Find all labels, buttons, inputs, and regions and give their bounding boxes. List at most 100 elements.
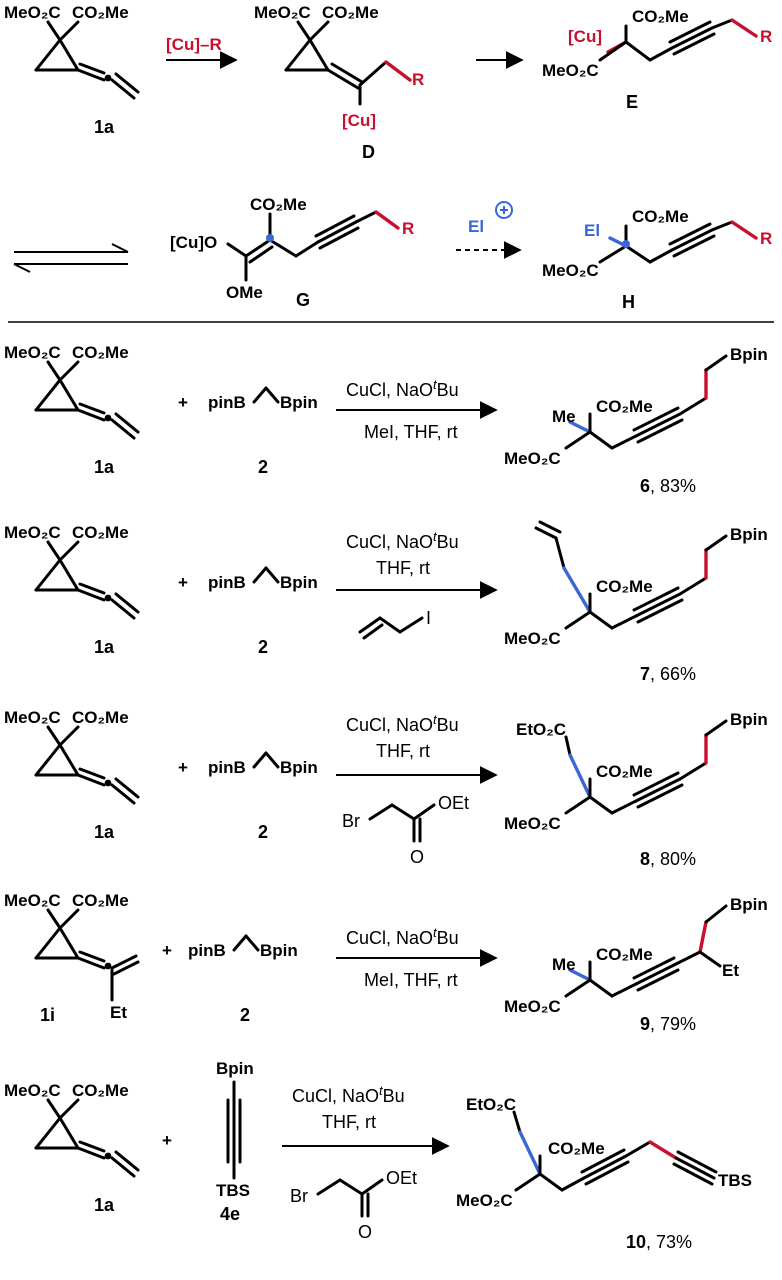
svg-text:2: 2 [240,1005,250,1025]
svg-text:MeO₂C: MeO₂C [504,814,561,833]
svg-text:THF, rt: THF, rt [322,1112,376,1132]
svg-text:pinB: pinB [208,573,246,592]
svg-text:CO₂Me: CO₂Me [596,397,653,416]
svg-text:MeO₂C: MeO₂C [4,708,61,727]
reaction-6: MeO₂C CO₂Me 1a + pinB Bpin 2 CuCl, NaOtB… [4,343,768,496]
D-Cu: [Cu] [342,111,376,130]
svg-text:7, 66%: 7, 66% [640,664,696,684]
svg-text:TBS: TBS [216,1181,250,1200]
svg-text:Bpin: Bpin [260,941,298,960]
svg-text:MeI, THF, rt: MeI, THF, rt [364,970,458,990]
svg-text:Bpin: Bpin [730,345,768,364]
label-E: E [626,92,638,112]
G-ester: CO₂Me [250,195,307,214]
svg-text:1a: 1a [94,457,115,477]
svg-text:MeO₂C: MeO₂C [504,997,561,1016]
reaction-7: MeO₂C CO₂Me 1a + pinB Bpin 2 CuCl, NaOtB… [4,520,768,684]
svg-text:EtO₂C: EtO₂C [516,720,566,739]
E-ester-bottom: MeO₂C [542,61,599,80]
svg-text:CuCl, NaOtBu: CuCl, NaOtBu [292,1083,405,1107]
svg-text:THF, rt: THF, rt [376,741,430,761]
svg-text:1i: 1i [40,1005,55,1025]
svg-text:2: 2 [258,822,268,842]
svg-text:2: 2 [258,637,268,657]
reaction-10: MeO₂C CO₂Me 1a + Bpin TBS 4e CuCl, NaOtB… [4,1059,752,1252]
svg-text:MeO₂C: MeO₂C [456,1191,513,1210]
svg-text:1a: 1a [94,1195,115,1215]
svg-text:Me: Me [552,407,576,426]
svg-text:MeO₂C: MeO₂C [4,343,61,362]
svg-text:OEt: OEt [386,1168,417,1188]
label-G: G [296,290,310,310]
svg-text:MeO₂C: MeO₂C [4,1081,61,1100]
svg-text:MeI, THF, rt: MeI, THF, rt [364,422,458,442]
svg-text:Br: Br [290,1186,308,1206]
svg-text:1a: 1a [94,822,115,842]
svg-text:CuCl, NaOtBu: CuCl, NaOtBu [346,712,459,736]
svg-text:O: O [358,1222,372,1242]
svg-text:MeO₂C: MeO₂C [4,523,61,542]
svg-text:9, 79%: 9, 79% [640,1014,696,1034]
svg-text:Bpin: Bpin [730,895,768,914]
G-OMe: OMe [226,283,263,302]
compound-1a-mech: MeO₂C CO₂Me 1a [4,3,140,137]
svg-text:pinB: pinB [208,393,246,412]
svg-text:Et: Et [110,1003,127,1022]
ester-left: MeO₂C [4,3,61,22]
svg-text:pinB: pinB [208,758,246,777]
ester-right: CO₂Me [72,3,129,22]
reaction-9: MeO₂C CO₂Me Et 1i + pinB Bpin 2 CuCl, Na… [4,891,768,1034]
svg-text:Bpin: Bpin [216,1059,254,1078]
svg-text:CuCl, NaOtBu: CuCl, NaOtBu [346,377,459,401]
H-R: R [760,229,772,248]
G-R: R [402,219,414,238]
svg-text:2: 2 [258,457,268,477]
svg-text:CO₂Me: CO₂Me [72,708,129,727]
intermediate-E: [Cu] CO₂Me MeO₂C R E [542,7,772,112]
svg-text:EtO₂C: EtO₂C [466,1095,516,1114]
svg-text:4e: 4e [220,1204,240,1224]
El-label: El [468,217,484,236]
H-ester-top: CO₂Me [632,207,689,226]
E-Cu: [Cu] [568,27,602,46]
svg-text:Bpin: Bpin [730,525,768,544]
D-ester-right: CO₂Me [322,3,379,22]
svg-text:+: + [178,393,188,412]
G-CuO: [Cu]O [170,233,217,252]
svg-text:CO₂Me: CO₂Me [596,762,653,781]
H-El: El [584,221,600,240]
svg-text:MeO₂C: MeO₂C [504,629,561,648]
intermediate-D: MeO₂C CO₂Me R [Cu] D [254,3,424,162]
svg-text:+: + [162,941,172,960]
svg-text:O: O [410,847,424,867]
equilibrium-arrows [13,243,129,273]
svg-text:MeO₂C: MeO₂C [504,449,561,468]
svg-text:10, 73%: 10, 73% [626,1232,692,1252]
svg-text:CuCl, NaOtBu: CuCl, NaOtBu [346,529,459,553]
svg-text:Br: Br [342,811,360,831]
arrow-electrophile: El [456,201,522,259]
reagent-cu-r: [Cu]–R [166,35,222,54]
label-H: H [622,292,635,312]
svg-text:CuCl, NaOtBu: CuCl, NaOtBu [346,925,459,949]
svg-text:CO₂Me: CO₂Me [548,1139,605,1158]
svg-text:pinB: pinB [188,941,226,960]
svg-text:Bpin: Bpin [280,573,318,592]
E-R: R [760,27,772,46]
svg-text:+: + [178,573,188,592]
label-D: D [362,142,375,162]
E-ester-top: CO₂Me [632,7,689,26]
svg-text:CO₂Me: CO₂Me [72,891,129,910]
svg-text:Me: Me [552,955,576,974]
svg-text:CO₂Me: CO₂Me [72,343,129,362]
svg-text:Bpin: Bpin [280,393,318,412]
svg-text:Bpin: Bpin [730,710,768,729]
svg-text:8, 80%: 8, 80% [640,849,696,869]
svg-text:MeO₂C: MeO₂C [4,891,61,910]
H-ester-bottom: MeO₂C [542,261,599,280]
D-R: R [412,70,424,89]
svg-text:+: + [162,1131,172,1150]
svg-text:+: + [178,758,188,777]
intermediate-G: [Cu]O CO₂Me OMe R G [170,195,414,310]
